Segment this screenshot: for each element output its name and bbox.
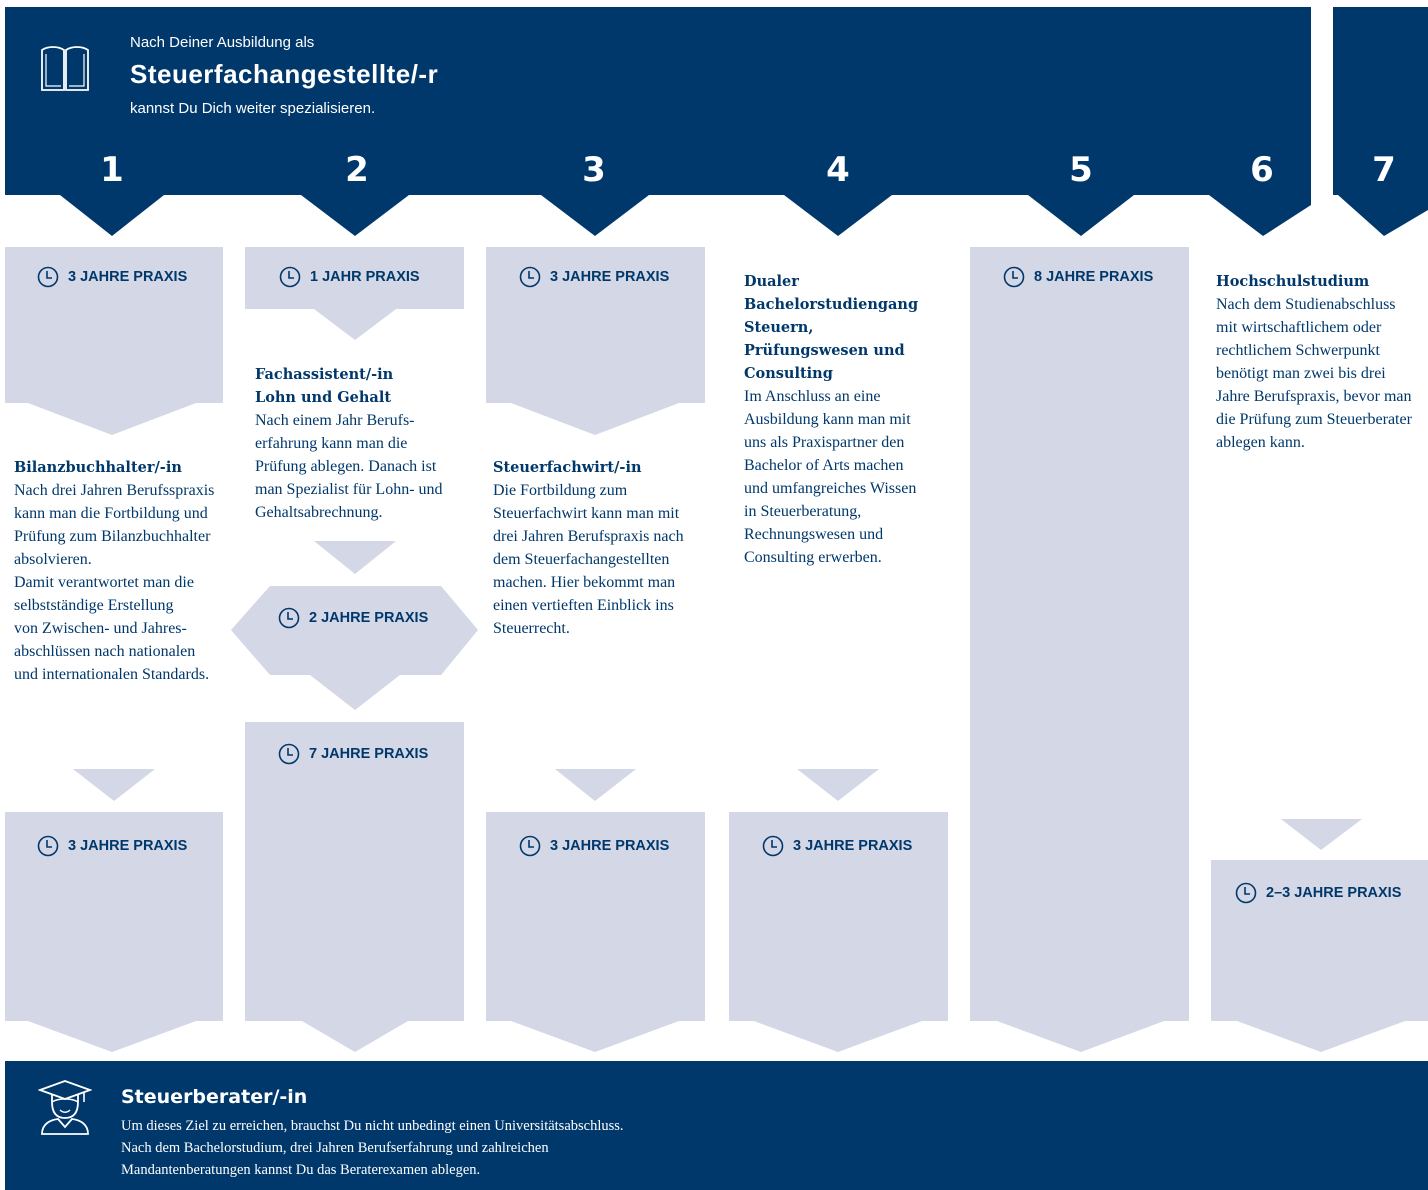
intro-line-1: Nach Deiner Ausbildung als — [130, 34, 315, 51]
intro-line-2: kannst Du Dich weiter spezialisieren. — [130, 100, 376, 117]
c1-bottom-box — [5, 812, 223, 1052]
pointer-3 — [541, 195, 649, 236]
badge-c5-top: 8 JAHRE PRAXIS — [1003, 266, 1153, 288]
clock-icon — [279, 266, 301, 288]
step-number-7: 7 — [1372, 150, 1396, 190]
path-title: Hochschulstudium — [1216, 273, 1370, 290]
badge-c4-bottom: 3 JAHRE PRAXIS — [762, 835, 912, 857]
c6-bottom-box — [1211, 860, 1428, 1052]
pointer-5 — [1028, 195, 1134, 236]
path-hochschulstudium: Hochschulstudium Nach dem Studienabschlu… — [1216, 270, 1428, 454]
badge-c2-bottom: 7 JAHRE PRAXIS — [278, 743, 428, 765]
step-number-2: 2 — [345, 150, 369, 190]
header-band-right — [1333, 7, 1428, 195]
clock-icon — [37, 266, 59, 288]
clock-icon — [1003, 266, 1025, 288]
badge-c6-bottom: 2–3 JAHRE PRAXIS — [1235, 882, 1401, 904]
clock-icon — [278, 743, 300, 765]
c2-bottom-box — [245, 722, 464, 1052]
c5-box — [970, 247, 1189, 1052]
header-band — [5, 7, 1311, 195]
c6-arrow — [1281, 819, 1362, 850]
badge-c2-top: 1 JAHR PRAXIS — [279, 266, 420, 288]
c3-bottom-box — [486, 812, 705, 1052]
c2-top-box — [245, 247, 464, 340]
path-text: Nach einem Jahr Berufs-erfahrung kann ma… — [255, 412, 443, 521]
clock-icon — [278, 607, 300, 629]
graduate-icon — [38, 1078, 92, 1136]
intro-title: Steuerfachangestellte/-r — [130, 59, 439, 89]
path-title: Bilanzbuchhalter/-in — [14, 459, 182, 476]
pointer-6 — [1209, 195, 1311, 236]
badge-c3-top: 3 JAHRE PRAXIS — [519, 266, 669, 288]
step-number-1: 1 — [100, 150, 124, 190]
clock-icon — [519, 835, 541, 857]
path-bilanzbuchhalter: Bilanzbuchhalter/-in Nach drei Jahren Be… — [14, 456, 239, 686]
c3-arrow — [555, 769, 636, 801]
step-number-5: 5 — [1069, 150, 1093, 190]
clock-icon — [519, 266, 541, 288]
footer-title: Steuerberater/-in — [121, 1086, 308, 1108]
badge-c1-top: 3 JAHRE PRAXIS — [37, 266, 187, 288]
badge-c1-bottom: 3 JAHRE PRAXIS — [37, 835, 187, 857]
path-title: Steuerfachwirt/-in — [493, 459, 642, 476]
clock-icon — [37, 835, 59, 857]
clock-icon — [1235, 882, 1257, 904]
c4-bottom-box — [729, 812, 948, 1052]
badge-c3-bottom: 3 JAHRE PRAXIS — [519, 835, 669, 857]
c1-top-box — [5, 247, 223, 435]
step-number-4: 4 — [826, 150, 850, 190]
badge-c2-mid: 2 JAHRE PRAXIS — [278, 607, 428, 629]
c4-arrow — [797, 769, 879, 801]
book-icon — [38, 42, 92, 94]
c1-arrow — [73, 769, 155, 801]
c2-mid-hexagon — [231, 586, 478, 710]
pointer-1 — [60, 195, 164, 236]
c3-top-box — [486, 247, 705, 435]
step-number-3: 3 — [582, 150, 606, 190]
pointer-2 — [301, 195, 409, 236]
clock-icon — [762, 835, 784, 857]
footer-text: Um dieses Ziel zu erreichen, brauchst Du… — [121, 1118, 624, 1178]
step-number-6: 6 — [1250, 150, 1274, 190]
pointer-4 — [784, 195, 892, 236]
pointer-7 — [1338, 195, 1428, 236]
c2-arrow — [314, 541, 396, 574]
footer-band — [5, 1061, 1428, 1190]
